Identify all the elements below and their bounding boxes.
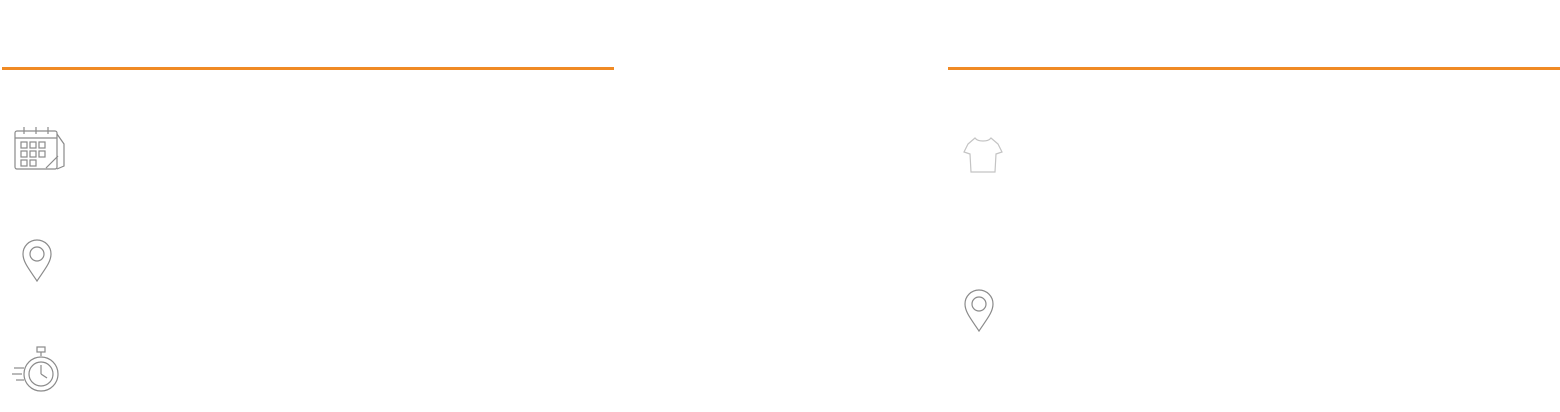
stopwatch-icon: [10, 344, 62, 396]
section-divider: [2, 67, 614, 70]
location-pin-icon: [962, 288, 996, 334]
right-info-panel: [948, 0, 1560, 412]
section-divider: [948, 67, 1560, 70]
left-info-panel: [2, 0, 614, 412]
calendar-icon: [12, 124, 68, 174]
location-pin-icon: [20, 238, 54, 284]
tshirt-icon: [960, 134, 1006, 176]
